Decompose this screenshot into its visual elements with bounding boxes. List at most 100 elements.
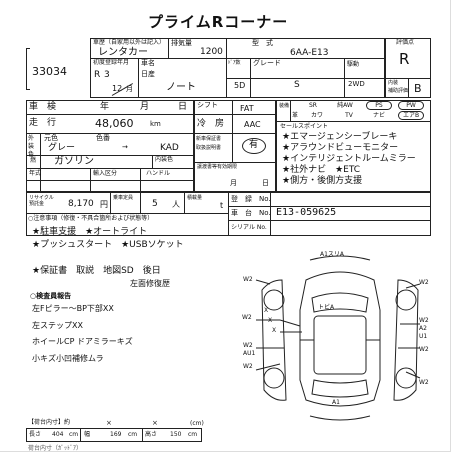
diagram-label-a2: A2 [419,325,427,332]
diagram-label-x-3: X [272,327,277,334]
notes-label: ○注意事項（修復・不具合箇所および状態等） [28,215,154,222]
sales-point-5: ★側方・後側方支援 [282,176,363,186]
interior-label-2: 補助評価 [388,88,409,94]
wheel-fr [395,289,417,311]
fuel: ガソリン [54,156,94,167]
diagram-label-w2-e: W2 [419,279,429,286]
right-side [393,279,419,401]
mileage: 48,060 [95,117,134,130]
car-name: ノート [166,82,196,93]
first-reg-era: R [94,70,101,80]
mid-table [194,100,276,192]
color-no-label: 色番 [96,134,110,142]
header-grid [90,38,385,98]
dimension-box [26,428,202,442]
diagram-label-a1: A1 [332,399,340,406]
inspection-line-1: 左Fピラー～BP下部XX [32,304,114,313]
model-type: 6AA-E13 [290,48,329,58]
first-reg-month-unit: 月 [126,85,133,93]
height: 150 [170,431,182,438]
inspection-label: 車 検 [29,102,57,112]
sales-point-3: ★インテリジェントルームミラー [282,154,416,164]
note-line-4: ★保証書 取説 地図SD 後日 [32,266,161,276]
shift: FAT [240,104,254,113]
note-line-5: 左面修復歴 [130,279,170,288]
cargo-cm-label: (cm) [190,420,204,427]
capacity: 5 [152,199,158,209]
year2-label: 年式 [29,170,42,177]
sheet-title: プライムRコーナー [148,13,289,31]
doors-label: ﾄﾞｱ数 [228,60,241,66]
grade-label: グレード [253,59,281,67]
recycle-label: リサイクル預託金 [29,195,54,207]
diagram-label-w2-c: W2 [243,342,253,349]
day-label: 日 [178,102,188,112]
length: 404 [52,431,64,438]
drive: 2WD [348,80,365,88]
chassis: E13-059625 [276,207,337,218]
cargo-label: 【荷台内寸】約 [28,419,71,426]
option-leather: 革 [291,112,298,119]
sales-point-4: ★社外ナビ ★ETC [282,165,361,175]
car-history: レンタカー [98,47,148,58]
diagram-label-x-2: X [268,317,273,324]
inspection-line-3: ホイールCP ドアミラーキズ [32,337,133,346]
first-reg-label: 初度登録年月 [93,59,130,66]
diagram-label-w2-g: W2 [419,346,429,353]
lot-bracket [26,48,30,90]
interior-label-1: 内装 [388,80,399,86]
wheel-rl [263,367,285,389]
first-reg-year: 3 [104,70,110,80]
front-bumper [309,255,371,261]
first-reg-month: 12 [112,84,123,93]
drive-label: 駆動 [347,61,360,68]
inspection-line-4: 小キズ小凹補修ムラ [32,354,104,363]
car-history-label: 車歴（自家用以外は記入） [93,39,166,46]
option-sr: SR [309,102,317,109]
handle-label: ハンドル [146,170,171,177]
wheel-rr [395,367,417,389]
model-type-label: 型 式 [252,39,273,47]
maker-label: 車名 [141,59,155,67]
recycle-amount: 8,170 [68,199,94,209]
displacement-label: 排気量 [171,39,192,47]
interior-grade: B [414,82,422,95]
grade: S [294,80,300,90]
windshield [311,292,369,313]
color-arrow: → [122,143,128,151]
diagram-label-w2-d: W2 [243,363,253,370]
record-status: 有 [249,140,259,150]
shift-label: シフト [197,101,218,109]
diagram-label-u1: U1 [419,333,428,340]
option-kawa: カワ [310,112,323,119]
month-label: 月 [140,102,150,112]
option-airbag: エアB [398,111,424,120]
color-orig-label: 元色 [44,134,58,142]
diagram-label-x-1: X [264,307,269,314]
chassis-label: 車 台 No. [231,209,271,217]
month2-label: 月 [230,179,237,187]
load-label: 積載量 [187,195,203,201]
grade-eval-label: 評価点 [396,39,415,46]
sales-point-1: ★エマージェンシーブレーキ [282,132,398,142]
mileage-label: 走 行 [29,118,57,128]
car-body-outline [299,271,381,407]
day2-label: 日 [262,179,269,187]
grade-eval: R [399,50,410,68]
diagram-label-w2-a: W2 [243,276,253,283]
diagram-label-w2-b: W2 [242,314,252,321]
wheel-fl [263,289,285,311]
import-label: 輸入区分 [93,170,118,177]
record-circle [242,138,266,154]
car-name-label: 日産 [141,70,155,78]
footer-cut-text: 荷台内寸（ｶﾞｯﾄﾞｱ） [28,445,83,452]
length-label: 長さ [29,431,42,438]
height-label: 高さ [145,431,158,438]
exterior-color-label: 外装色 [28,135,35,158]
options-box [276,100,431,192]
mileage-unit: km [150,120,161,128]
diagram-label-front: A1スリA [320,251,345,258]
diagram-label-tobi: トビA [318,304,335,311]
width-label: 幅 [84,431,91,438]
option-navi: ナビ [372,112,385,119]
